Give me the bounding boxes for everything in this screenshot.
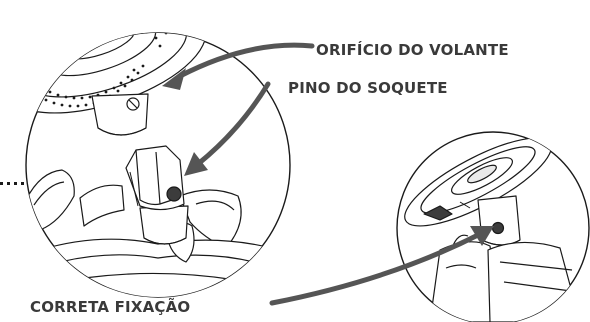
label-socket-pin: PINO DO SOQUETE: [288, 79, 448, 97]
wheel-shaft: [91, 93, 149, 136]
socket-post: [125, 145, 189, 245]
detail-view-right: [396, 131, 590, 322]
callout-arrows: [162, 42, 494, 306]
arrow-correct-fit: [269, 231, 483, 306]
arrow-socket-pin: [195, 81, 271, 167]
label-wheel-hole: ORIFÍCIO DO VOLANTE: [316, 40, 509, 59]
steering-wheel-mounted: [404, 137, 552, 227]
arrow-head-correct-fit: [470, 226, 494, 246]
arrow-head-socket-pin: [184, 152, 208, 176]
arrow-head-wheel-hole: [162, 68, 186, 90]
arrow-wheel-hole: [177, 42, 315, 79]
label-correct-fit: CORRETA FIXAÇÃO: [30, 297, 190, 316]
leader-dots: [0, 182, 24, 185]
console-base: [26, 169, 290, 297]
labels: ORIFÍCIO DO VOLANTE PINO DO SOQUETE CORR…: [30, 40, 509, 316]
